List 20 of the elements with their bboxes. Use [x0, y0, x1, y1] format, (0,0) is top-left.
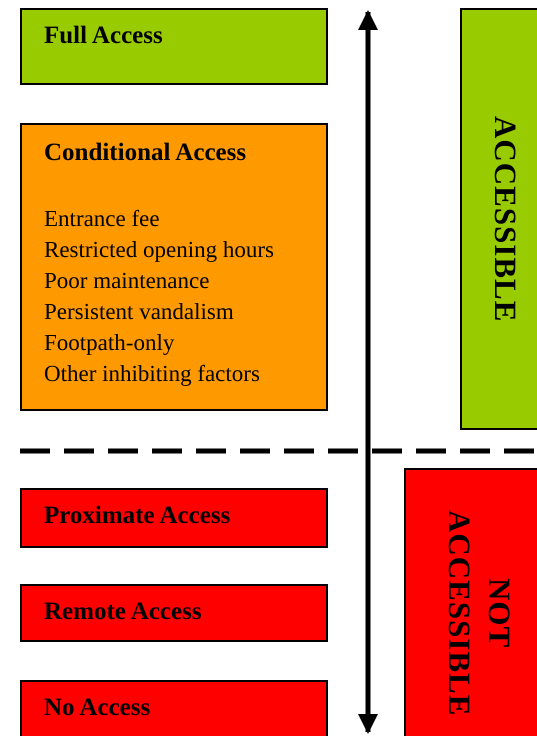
list-item: Poor maintenance	[44, 267, 210, 295]
box-heading: Proximate Access	[44, 502, 230, 530]
access-level-box	[20, 488, 328, 548]
box-heading: Full Access	[44, 22, 163, 50]
list-item: Entrance fee	[44, 205, 160, 233]
list-item: Footpath-only	[44, 329, 174, 357]
access-level-box	[20, 584, 328, 642]
category-band	[404, 468, 537, 736]
box-heading: No Access	[44, 694, 150, 722]
category-label: NOT ACCESSIBLE	[441, 508, 518, 718]
list-item: Other inhibiting factors	[44, 360, 260, 388]
list-item: Restricted opening hours	[44, 236, 274, 264]
access-level-box	[20, 680, 328, 736]
category-band	[460, 8, 537, 430]
access-level-box	[20, 123, 328, 411]
category-label: ACCESSIBLE	[487, 116, 524, 322]
box-heading: Remote Access	[44, 598, 202, 626]
box-heading: Conditional Access	[44, 139, 246, 167]
access-level-box	[20, 8, 328, 85]
list-item: Persistent vandalism	[44, 298, 234, 326]
